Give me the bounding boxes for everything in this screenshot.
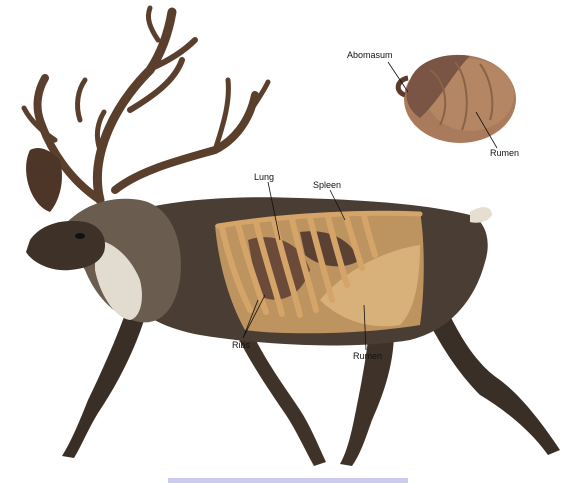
label-ribs: Ribs <box>232 340 251 350</box>
stomach-specimen <box>398 55 516 143</box>
ribcage-overlay <box>215 212 424 334</box>
label-rumen-body: Rumen <box>353 351 382 361</box>
clipped-caption-link[interactable] <box>168 478 408 483</box>
label-abomasum: Abomasum <box>347 50 393 60</box>
label-lung: Lung <box>254 172 274 182</box>
label-spleen: Spleen <box>313 180 341 190</box>
brow-tine <box>26 148 62 212</box>
label-rumen-stomach: Rumen <box>490 148 519 158</box>
